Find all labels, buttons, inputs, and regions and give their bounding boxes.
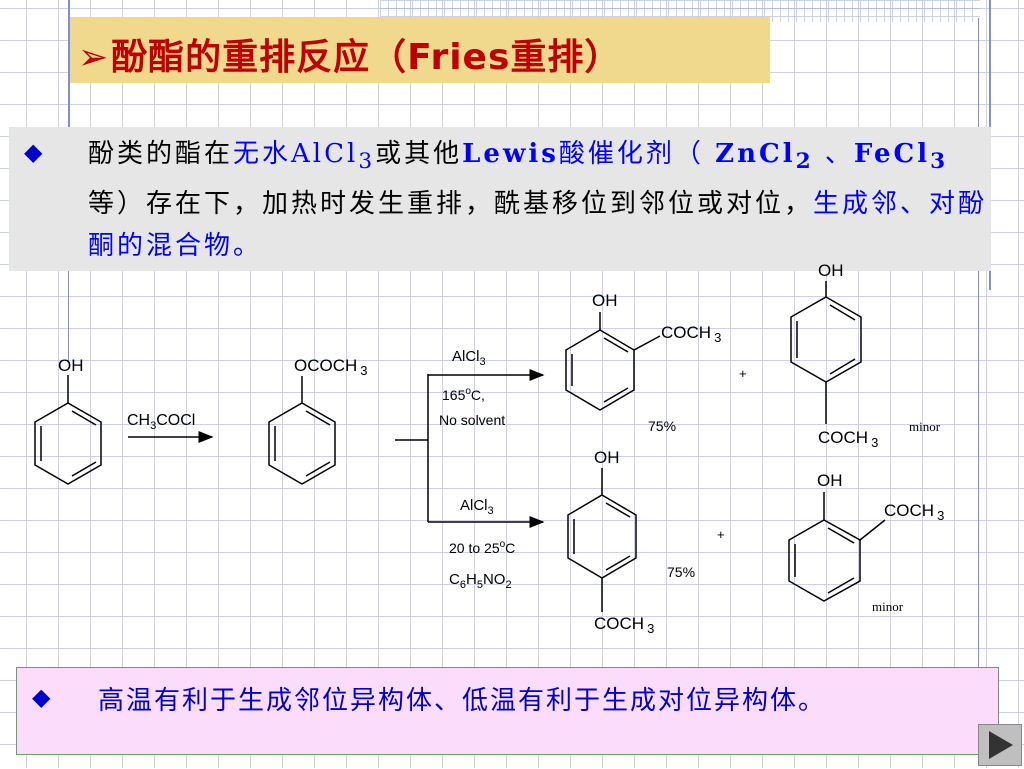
top-decor-band xyxy=(380,0,980,22)
decor-line-left-lower xyxy=(68,271,69,361)
lower-catalyst: AlCl xyxy=(460,497,488,514)
upper-minor-oh: OH xyxy=(818,261,844,280)
lower-major-yield: 75% xyxy=(667,564,695,580)
upper-plus: + xyxy=(739,366,747,381)
upper-major-acyl-text: COCH xyxy=(661,323,711,342)
desc-zncl2-sub: 2 xyxy=(795,149,814,175)
lower-temp-unit: C xyxy=(505,540,515,556)
lower-plus: + xyxy=(717,527,725,542)
desc-catalyst: 无水AlCl3 xyxy=(233,139,375,174)
solvent-sub: 2 xyxy=(505,579,511,591)
decor-line-left xyxy=(68,0,70,127)
desc-part-blue: 、 xyxy=(813,139,854,169)
solvent-sub: 5 xyxy=(477,579,483,591)
next-slide-button[interactable] xyxy=(978,724,1022,766)
desc-zncl2: ZnCl2 xyxy=(715,139,814,174)
description-text: 酚类的酯在无水AlCl3或其他Lewis酸催化剂（ ZnCl2 、FeCl3等）… xyxy=(88,133,988,267)
phenol-oh-label: OH xyxy=(58,356,84,375)
desc-zncl2-text: ZnCl xyxy=(715,139,796,169)
lower-major-acyl-sub: 3 xyxy=(647,621,654,636)
reagent-ch: CH xyxy=(127,412,150,429)
upper-temp: 165 xyxy=(442,387,466,403)
lower-major-structure xyxy=(567,468,637,612)
page-title-text: 酚酯的重排反应（Fries重排） xyxy=(111,37,622,78)
decor-line-right-inner xyxy=(978,18,979,738)
lower-solvent-label: C6H5NO2 xyxy=(449,571,512,591)
desc-catalyst-text: 无水AlCl xyxy=(233,139,359,169)
upper-temp-label: 165oC, xyxy=(442,386,485,403)
desc-conclusion: 生成邻、对酚酮的混合物。 xyxy=(88,189,988,262)
upper-major-structure xyxy=(565,312,661,411)
solvent-part: C xyxy=(449,571,460,588)
lower-minor-structure xyxy=(788,492,886,602)
upper-major-yield: 75% xyxy=(648,418,676,434)
desc-part-blue: 酸催化剂（ xyxy=(558,139,716,169)
page-title: ➢酚酯的重排反应（Fries重排） xyxy=(78,28,621,80)
lower-minor-label: minor xyxy=(872,599,904,614)
upper-major-oh: OH xyxy=(592,291,618,310)
desc-catalyst-sub: 3 xyxy=(358,149,376,175)
lower-catalyst-sub: 3 xyxy=(488,505,494,517)
ester-sub: 3 xyxy=(360,363,367,378)
arrow-bullet-icon: ➢ xyxy=(78,37,110,78)
diamond-bullet-icon: ◆ xyxy=(24,138,43,166)
desc-lewis: Lewis xyxy=(462,139,559,169)
desc-fecl3: FeCl3 xyxy=(853,139,948,174)
desc-fecl3-text: FeCl xyxy=(853,139,931,169)
upper-temp-sup: o xyxy=(465,386,471,397)
solvent-part: H xyxy=(466,571,477,588)
upper-major-acyl-sub: 3 xyxy=(714,330,721,345)
lower-temp-sup: o xyxy=(500,539,506,550)
reagent-sub: 3 xyxy=(150,420,156,432)
upper-minor-acyl-text: COCH xyxy=(818,428,868,447)
upper-catalyst-label: AlCl3 xyxy=(452,348,486,368)
upper-solvent-label: No solvent xyxy=(439,412,505,428)
lower-minor-oh: OH xyxy=(817,471,843,490)
desc-part: 或其他 xyxy=(375,139,463,169)
note-box xyxy=(16,667,999,755)
lower-minor-acyl-sub: 3 xyxy=(937,508,944,523)
upper-minor-label: minor xyxy=(909,419,941,434)
play-triangle-icon xyxy=(989,731,1013,759)
desc-part: 酚类的酯在 xyxy=(88,139,234,169)
desc-part: 等）存在下，加热时发生重排，酰基移位到邻位或对位， xyxy=(88,189,814,220)
upper-catalyst: AlCl xyxy=(452,348,480,365)
ester-text: OCOCH xyxy=(294,356,357,375)
lower-major-acyl-text: COCH xyxy=(594,614,644,633)
note-text: 高温有利于生成邻位异构体、低温有利于生成对位异构体。 xyxy=(98,686,827,716)
solvent-sub: 6 xyxy=(460,579,466,591)
lower-catalyst-label: AlCl3 xyxy=(460,497,494,517)
upper-temp-unit: C, xyxy=(471,387,485,403)
upper-minor-structure xyxy=(790,281,862,424)
upper-catalyst-sub: 3 xyxy=(480,356,486,368)
lower-minor-acyl-text: COCH xyxy=(884,501,934,520)
phenol-structure xyxy=(34,375,102,485)
reagent-label: CH3COCl xyxy=(127,412,195,432)
branch-lines xyxy=(395,374,429,522)
lower-temp-label: 20 to 25oC xyxy=(449,539,515,556)
diamond-bullet-icon: ◆ xyxy=(32,683,51,711)
lower-temp: 20 to 25 xyxy=(449,540,500,556)
upper-minor-acyl-sub: 3 xyxy=(871,435,878,450)
reagent-cocl: COCl xyxy=(156,412,195,429)
phenyl-acetate-structure xyxy=(268,376,336,485)
desc-fecl3-sub: 3 xyxy=(930,149,949,175)
description-box xyxy=(9,127,991,271)
lower-major-oh: OH xyxy=(594,448,620,467)
solvent-part: NO xyxy=(483,571,506,588)
title-box xyxy=(70,17,770,83)
